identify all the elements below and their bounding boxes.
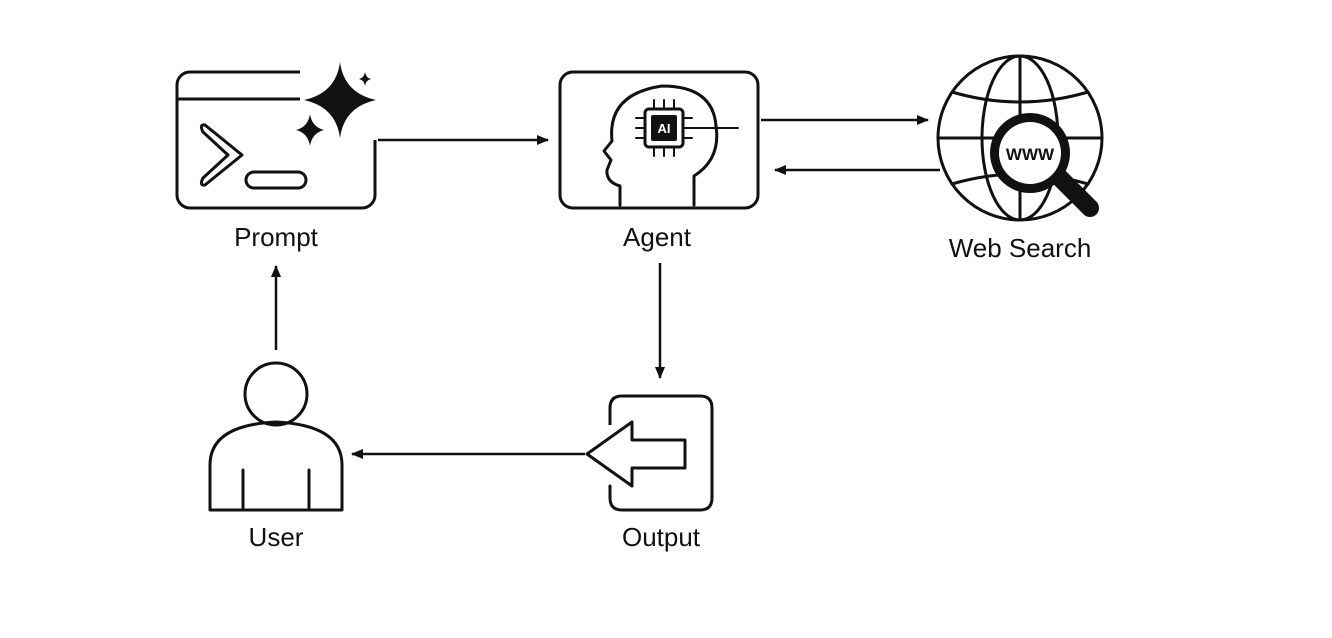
edges xyxy=(271,115,940,459)
lens-www-text: WWW xyxy=(1006,145,1055,164)
ai-chip: AI xyxy=(635,99,739,157)
web-search-label: Web Search xyxy=(949,233,1092,263)
terminal-sparkle-icon xyxy=(175,60,380,210)
ai-head-chip-icon: AI xyxy=(558,70,760,210)
user-node: User xyxy=(208,361,344,552)
ai-chip-text: AI xyxy=(658,121,671,136)
agent-node: AI Agent xyxy=(558,70,760,252)
prompt-label: Prompt xyxy=(234,222,319,252)
output-arrow-icon xyxy=(585,394,714,512)
output-label: Output xyxy=(622,522,701,552)
prompt-node: Prompt xyxy=(175,60,380,252)
output-node: Output xyxy=(585,394,714,552)
user-icon xyxy=(208,361,344,512)
globe-search-icon: WWW xyxy=(936,54,1104,222)
agent-label: Agent xyxy=(623,222,692,252)
user-label: User xyxy=(249,522,304,552)
web-search-node: WWW Web Search xyxy=(936,54,1104,263)
